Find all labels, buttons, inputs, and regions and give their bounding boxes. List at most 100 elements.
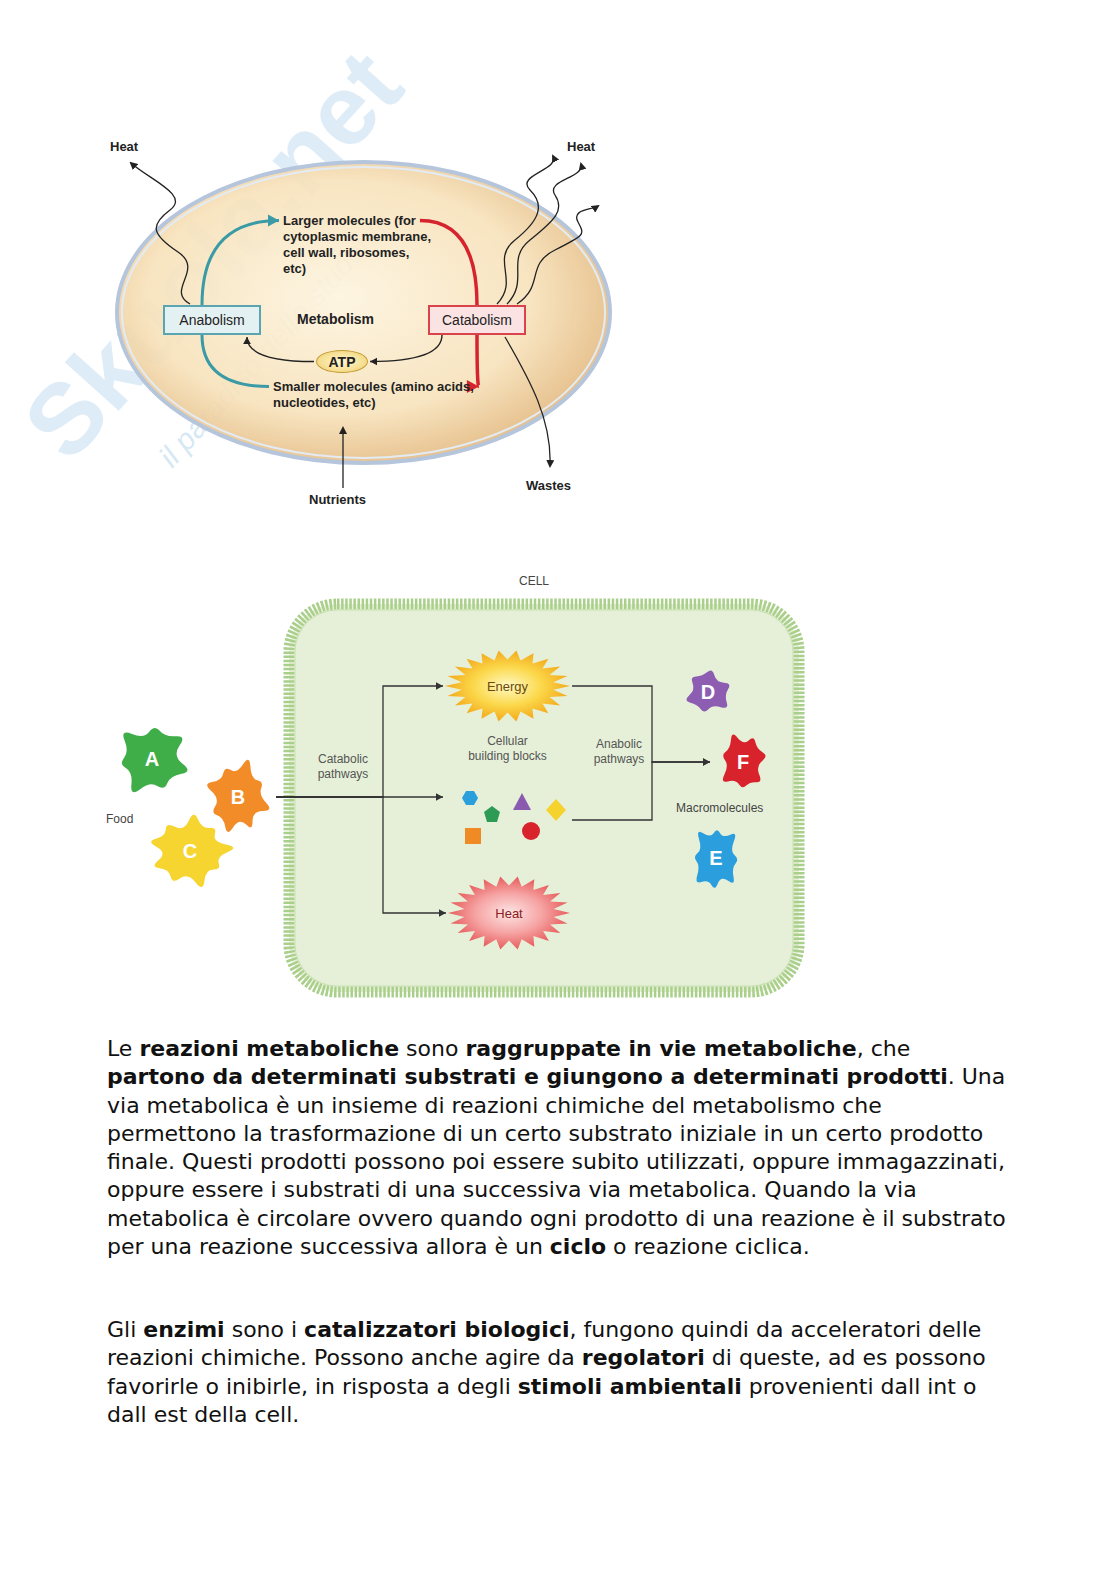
bold-text: partono da determinati substrati e giung… xyxy=(107,1064,948,1089)
arrow-head xyxy=(370,358,377,366)
food-molecule: A xyxy=(108,715,196,803)
blob-letter: A xyxy=(145,748,159,771)
arrow-head xyxy=(467,380,479,393)
connector-line xyxy=(276,797,446,913)
connector-line xyxy=(420,221,477,306)
blob-outline xyxy=(723,735,766,788)
cell-membrane xyxy=(289,604,799,992)
connector-line xyxy=(477,335,479,387)
label-holder: Wastes xyxy=(526,478,571,493)
connector-line xyxy=(276,796,443,797)
nutrient-label: Nutrients xyxy=(309,492,366,507)
process-box: Anabolism xyxy=(163,305,261,335)
connector xyxy=(243,337,314,362)
blob-letter: E xyxy=(709,847,722,870)
food-molecule: C xyxy=(140,808,240,894)
pentagon-block xyxy=(484,806,500,822)
atp-label: ATP xyxy=(329,354,356,370)
burst-outline xyxy=(445,650,570,721)
group-label: Smaller molecules (amino acids, nucleoti… xyxy=(273,379,503,411)
label-holder: Macromolecules xyxy=(676,801,763,815)
connector xyxy=(420,221,477,306)
center-label: Metabolism xyxy=(297,311,374,327)
arrow-head xyxy=(703,758,710,766)
bold-text: regolatori xyxy=(582,1345,705,1370)
arrow-head xyxy=(268,214,279,226)
connector-line xyxy=(202,335,269,387)
macromolecule-label: Macromolecules xyxy=(676,801,763,815)
label-holder: Nutrients xyxy=(309,492,366,507)
blob-letter: D xyxy=(701,681,715,704)
arrow-head xyxy=(243,337,251,344)
burst-label: Heat xyxy=(495,906,522,921)
blob-letter: C xyxy=(183,840,197,863)
heat-label: Heat xyxy=(567,139,595,154)
connector xyxy=(202,335,269,387)
heat-wave xyxy=(497,156,554,304)
body-text: Gli xyxy=(107,1317,143,1342)
body-text: sono i xyxy=(225,1317,304,1342)
body-text: , che xyxy=(857,1036,911,1061)
cell-ellipse: Metabolism Larger molecules (for cytoplas… xyxy=(115,160,612,465)
heat-wave xyxy=(517,206,598,304)
body-text: o reazione ciclica. xyxy=(606,1234,810,1259)
connector-line xyxy=(247,337,314,362)
diamond-block xyxy=(546,799,566,821)
macromolecule: F xyxy=(714,726,772,798)
body-text: sono xyxy=(399,1036,465,1061)
bold-text: ciclo xyxy=(550,1234,606,1259)
arrow-head xyxy=(703,758,710,766)
group-label: Larger molecules (for cytoplasmic membra… xyxy=(283,213,435,277)
arrow-head xyxy=(436,682,443,690)
circle-block xyxy=(522,822,540,840)
energy-burst: Energy xyxy=(445,650,570,722)
group-label: Cellular building blocks xyxy=(468,734,548,764)
burst-label: Energy xyxy=(487,679,528,694)
heat-burst: Heat xyxy=(448,876,570,950)
bold-text: reazioni metaboliche xyxy=(139,1036,399,1061)
heat-waves xyxy=(131,156,598,304)
label-holder: Food xyxy=(106,812,133,826)
label-holder: Heat xyxy=(110,139,138,154)
square-block xyxy=(465,828,481,844)
connector-line xyxy=(202,221,279,306)
heat-label: Heat xyxy=(110,139,138,154)
bold-text: catalizzatori biologici xyxy=(304,1317,569,1342)
cell-rect: CELLEnergyCellular building blocksHeat xyxy=(283,598,805,998)
hexagon-block xyxy=(462,791,478,805)
edge-label: Catabolic pathways xyxy=(312,752,374,782)
body-paragraph: Le reazioni metaboliche sono raggruppate… xyxy=(107,1035,1012,1261)
edge-label: Anabolic pathways xyxy=(588,737,650,767)
arrow-head xyxy=(436,793,443,801)
arrow-head xyxy=(439,909,446,917)
waste-arrow xyxy=(505,337,550,466)
blob-outline xyxy=(122,728,188,792)
blob-outline xyxy=(151,815,233,887)
macromolecule: D xyxy=(680,664,736,720)
connector xyxy=(370,335,442,365)
connector xyxy=(467,335,479,393)
cell-wall xyxy=(117,162,610,463)
molecule-group: Larger molecules (for cytoplasmic membra… xyxy=(283,213,435,277)
building-blocks: Cellular building blocks xyxy=(445,730,570,850)
body-text: Le xyxy=(107,1036,139,1061)
molecule-group: Smaller molecules (amino acids, nucleoti… xyxy=(273,379,503,411)
connector-line xyxy=(276,686,443,797)
blob-outline xyxy=(695,830,737,888)
connector-line xyxy=(370,335,442,362)
edge-label-holder: Catabolic pathways xyxy=(312,752,374,782)
cell-heading: CELL xyxy=(519,574,549,588)
connector xyxy=(276,793,443,801)
process-box: Catabolism xyxy=(428,305,526,335)
connector xyxy=(202,214,279,305)
cell-membrane xyxy=(122,167,605,458)
edge-label-holder: Anabolic pathways xyxy=(588,737,650,767)
connector xyxy=(276,682,443,797)
waste-label: Wastes xyxy=(526,478,571,493)
macromolecule: E xyxy=(686,818,746,898)
